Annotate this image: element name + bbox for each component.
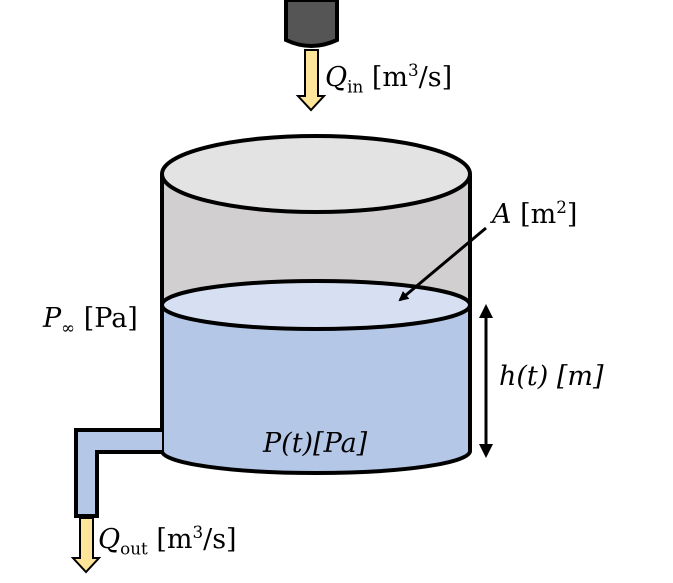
nozzle: [284, 0, 339, 48]
tank-pressure-label: P(t)[Pa]: [263, 428, 368, 459]
area-pointer-arrow-icon: [398, 226, 487, 302]
water-body: [160, 303, 472, 475]
ambient-pressure-label: P∞ [Pa]: [43, 303, 138, 338]
height-arrow-icon: [479, 304, 493, 458]
outflow-label: Qout [m3/s]: [98, 522, 237, 559]
tank-lid: [160, 134, 472, 214]
water-surface: [160, 279, 472, 331]
area-label: A [m2]: [492, 197, 578, 230]
outflow-arrow-icon: [70, 517, 102, 574]
height-label: h(t) [m]: [499, 361, 604, 392]
inflow-arrow-icon: [295, 49, 327, 112]
inflow-label: Qin [m3/s]: [325, 60, 453, 97]
outlet-pipe: [74, 428, 162, 518]
